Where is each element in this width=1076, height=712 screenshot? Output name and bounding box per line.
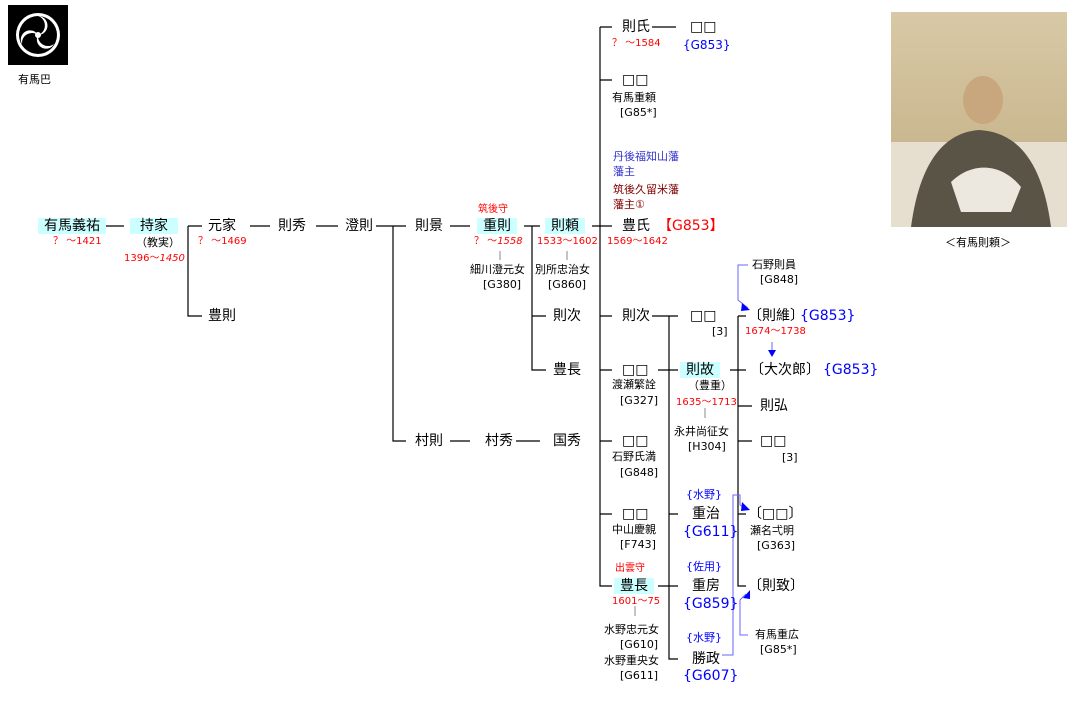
- dates-start: ？ ～: [474, 236, 498, 247]
- ref[interactable]: {G853}: [800, 308, 856, 324]
- spouse: 永井尚征女: [674, 425, 729, 438]
- spouse-ref: [G327]: [620, 394, 659, 407]
- spouse-ref: [G848]: [620, 466, 659, 479]
- tomoe-crest-icon: [8, 5, 68, 65]
- person-muranori[interactable]: 村則: [415, 433, 443, 449]
- person-noritsugu[interactable]: 則次: [553, 308, 581, 324]
- person-shigefusa[interactable]: 重房: [692, 578, 720, 594]
- ref[interactable]: {G611}: [683, 524, 739, 540]
- person-noriuji[interactable]: 則氏: [622, 19, 650, 35]
- person-norimoto[interactable]: 則故: [680, 362, 720, 378]
- portrait-image: [891, 12, 1067, 227]
- dates: 1601～75: [612, 596, 661, 607]
- adoption-note: {佐用}: [686, 560, 722, 573]
- spouse-ref: [G610]: [620, 638, 659, 651]
- dates-end: 1558: [497, 236, 523, 247]
- title: 出雲守: [615, 563, 645, 574]
- dates: 1396～1450: [124, 253, 185, 265]
- spouse: 水野忠元女: [604, 623, 659, 636]
- ref[interactable]: 【G853】: [658, 218, 724, 234]
- title: 筑後守: [478, 204, 508, 215]
- person-shigenori[interactable]: 重則: [477, 218, 517, 234]
- person-child[interactable]: □□: [690, 308, 717, 324]
- crest-label: 有馬巴: [18, 73, 51, 86]
- person-shigehiro: 有馬重広: [755, 628, 799, 641]
- alias: （豊重）: [688, 379, 732, 392]
- ref: {G853}: [683, 38, 731, 52]
- ref[interactable]: {G859}: [683, 596, 739, 612]
- person-daughter[interactable]: □□: [622, 506, 649, 522]
- ref: [G848]: [760, 273, 799, 286]
- person-mochiie[interactable]: 持家: [130, 218, 178, 234]
- person-norihide[interactable]: 則秀: [278, 218, 306, 234]
- person-kunihide[interactable]: 国秀: [553, 433, 581, 449]
- person-noriyori[interactable]: 則頼: [545, 218, 585, 234]
- spouse: 瀬名弌明: [750, 524, 794, 537]
- person-daughter[interactable]: □□: [622, 362, 649, 378]
- person-shigeharu[interactable]: 重治: [692, 506, 720, 522]
- dates: 1635～1713: [676, 397, 737, 408]
- person-norikore[interactable]: 〔則維〕: [748, 308, 804, 324]
- dates-end: 1450: [159, 253, 185, 264]
- person-suminori[interactable]: 澄則: [345, 218, 373, 234]
- dates: ？ ～1558: [474, 236, 523, 248]
- spouse-ref: [G380]: [483, 278, 522, 291]
- person-noriuji-child[interactable]: □□: [690, 19, 717, 35]
- person-child[interactable]: □□: [760, 433, 787, 449]
- fief-label: 丹後福知山藩: [613, 150, 679, 163]
- spouse-ref: [F743]: [620, 538, 656, 551]
- alias: （教実）: [136, 236, 180, 249]
- person-murahide[interactable]: 村秀: [485, 433, 513, 449]
- dates: 1674～1738: [745, 326, 806, 337]
- dates: ？ ～1421: [53, 236, 102, 247]
- person-daughter[interactable]: □□: [622, 72, 649, 88]
- spouse-ref: [G860]: [548, 278, 587, 291]
- spouse: 渡瀬繁詮: [612, 378, 656, 391]
- spouse-ref: [G363]: [757, 539, 796, 552]
- person-norihiro[interactable]: 則弘: [760, 398, 788, 414]
- person-ishino: 石野則員: [752, 258, 796, 271]
- spouse: 水野重央女: [604, 654, 659, 667]
- dates: ？ ～1584: [612, 38, 661, 49]
- spouse-ref: [H304]: [688, 440, 726, 453]
- fief-label: 藩主: [613, 165, 635, 178]
- ref: [3]: [712, 325, 728, 338]
- person-norimune[interactable]: 〔則致〕: [748, 578, 804, 594]
- person-daughter[interactable]: □□: [622, 433, 649, 449]
- spouse-ref: [G85*]: [620, 106, 657, 119]
- person-daughter[interactable]: 〔□□〕: [748, 506, 803, 522]
- spouse: 細川澄元女: [470, 263, 525, 276]
- person-yoshisuke[interactable]: 有馬義祐: [38, 218, 106, 234]
- dates: ？ ～1469: [198, 236, 247, 247]
- spouse-ref: [G611]: [620, 669, 659, 682]
- person-katsumasa[interactable]: 勝政: [692, 651, 720, 667]
- person-toyouji[interactable]: 豊氏: [622, 218, 650, 234]
- dates: 1533～1602: [537, 236, 598, 247]
- fief-label: 藩主①: [613, 198, 645, 211]
- spouse: 石野氏満: [612, 450, 656, 463]
- ref[interactable]: {G607}: [683, 668, 739, 684]
- person-toyonori[interactable]: 豊則: [208, 308, 236, 324]
- spouse: 別所忠治女: [535, 263, 590, 276]
- person-toyonaga[interactable]: 豊長: [614, 578, 654, 594]
- portrait-caption: ＜有馬則頼＞: [945, 236, 1011, 249]
- fief-label: 筑後久留米藩: [613, 183, 679, 196]
- ref[interactable]: {G853}: [823, 362, 879, 378]
- person-daijiro[interactable]: 〔大次郎〕: [750, 362, 820, 378]
- person-toyonaga[interactable]: 豊長: [553, 362, 581, 378]
- ref: [3]: [782, 451, 798, 464]
- adoption-note: {水野}: [686, 488, 722, 501]
- person-norikage[interactable]: 則景: [415, 218, 443, 234]
- adoption-note: {水野}: [686, 631, 722, 644]
- ref: [G85*]: [760, 643, 797, 656]
- dates-start: 1396～: [124, 253, 160, 264]
- person-motoie[interactable]: 元家: [208, 218, 236, 234]
- dates: 1569～1642: [607, 236, 668, 247]
- spouse: 有馬重頼: [612, 91, 656, 104]
- spouse: 中山慶親: [612, 523, 656, 536]
- person-noritsugu[interactable]: 則次: [622, 308, 650, 324]
